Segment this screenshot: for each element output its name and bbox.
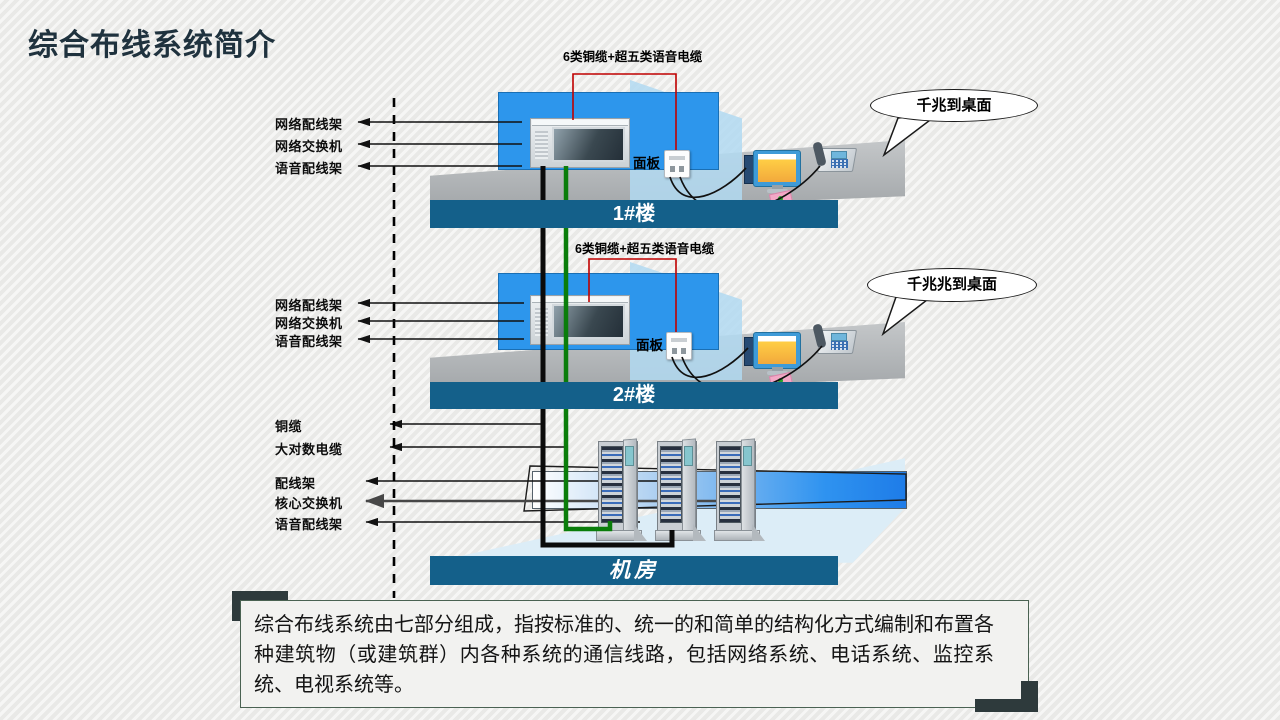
page-title: 综合布线系统简介 — [28, 29, 276, 62]
phone-screen — [831, 333, 847, 341]
rack-equipment — [660, 446, 682, 523]
pc-monitor — [753, 332, 801, 369]
label-patch-panel: 配线架 — [275, 476, 316, 491]
building2-wall-plate — [666, 332, 692, 360]
phone-keypad — [831, 159, 848, 168]
server-rack-2 — [655, 438, 706, 541]
cabinet-top — [532, 297, 628, 303]
cable-type-label-1: 6类铜缆+超五类语音电缆 — [563, 50, 703, 64]
rack-window — [684, 446, 693, 466]
building1-phone — [812, 141, 858, 174]
callout-gigabit-desktop-1: 千兆到桌面 — [870, 89, 1038, 122]
rack-window — [743, 446, 752, 466]
pc-screen — [758, 336, 796, 364]
label-voice-panel-2: 语音配线架 — [275, 334, 343, 349]
cabinet-top — [532, 120, 628, 126]
banner-building1: 1#楼 — [430, 200, 838, 228]
rack-foot — [752, 524, 765, 541]
label-voice-panel-3: 语音配线架 — [275, 517, 343, 532]
pc-screen — [758, 154, 796, 182]
building2-cabinet — [530, 295, 630, 345]
label-network-switch-1: 网络交换机 — [275, 139, 343, 154]
cabinet-vent — [535, 308, 548, 336]
pc-monitor — [753, 150, 801, 187]
description-box: 综合布线系统由七部分组成，指按标准的、统一的和简单的结构化方式编制和布置各种建筑… — [240, 600, 1029, 708]
description-text: 综合布线系统由七部分组成，指按标准的、统一的和简单的结构化方式编制和布置各种建筑… — [254, 614, 994, 696]
label-voice-panel-1: 语音配线架 — [275, 161, 343, 176]
label-multipair-cable: 大对数电缆 — [275, 442, 343, 457]
callout-gigabit-desktop-2: 千兆兆到桌面 — [867, 268, 1037, 302]
banner-machine-room: 机房 — [430, 556, 838, 585]
panel-label-1: 面板 — [633, 156, 660, 171]
phone-screen — [831, 151, 847, 159]
rack-equipment — [601, 446, 623, 523]
building1-wall-plate — [664, 150, 690, 178]
building2-phone — [812, 323, 858, 356]
label-network-switch-2: 网络交换机 — [275, 316, 343, 331]
label-network-panel-1: 网络配线架 — [275, 117, 343, 132]
rack-window — [625, 446, 634, 466]
rack-foot — [634, 524, 647, 541]
cabinet-glass-door — [552, 304, 625, 339]
building1-cabinet — [530, 118, 630, 168]
corner-accent-bottom-right-h — [975, 699, 1038, 712]
panel-label-2: 面板 — [636, 338, 663, 353]
label-network-panel-2: 网络配线架 — [275, 298, 343, 313]
rack-foot — [693, 524, 706, 541]
cable-type-label-2: 6类铜缆+超五类语音电缆 — [575, 242, 715, 256]
cabinet-vent — [535, 131, 548, 159]
rack-equipment — [719, 446, 741, 523]
label-core-switch: 核心交换机 — [275, 496, 343, 511]
server-rack-3 — [714, 438, 765, 541]
label-copper-cable: 铜缆 — [275, 419, 303, 434]
banner-building2: 2#楼 — [430, 382, 838, 409]
server-rack-1 — [596, 438, 647, 541]
phone-keypad — [831, 341, 848, 350]
cabinet-glass-door — [552, 127, 625, 162]
